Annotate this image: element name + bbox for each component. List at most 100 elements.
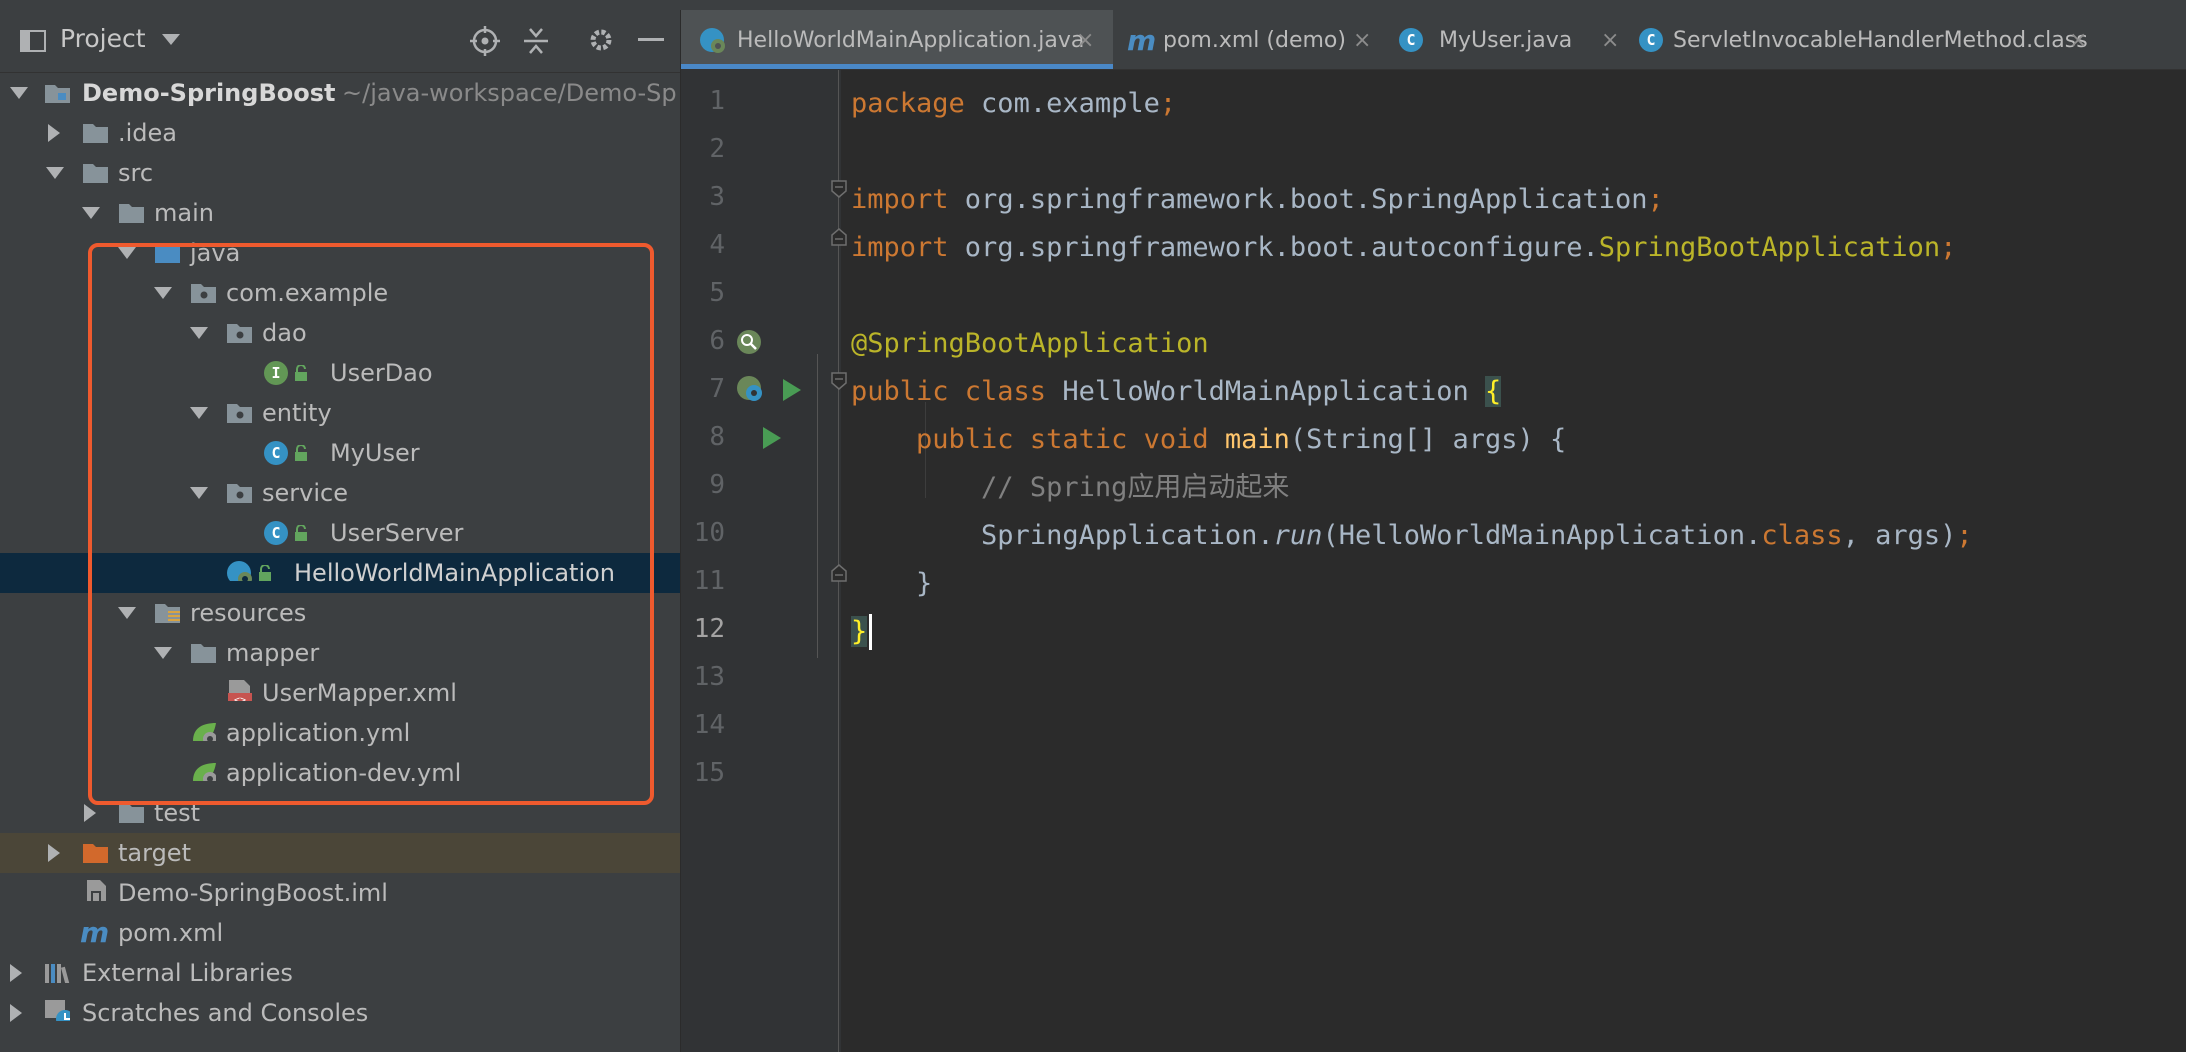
tree-item-userserver[interactable]: C UserServer xyxy=(0,513,680,553)
expand-arrow-icon[interactable] xyxy=(190,327,208,339)
tree-item-label: MyUser xyxy=(330,439,420,467)
expand-arrow-icon[interactable] xyxy=(154,647,172,659)
tree-item-helloworldmainapplication[interactable]: HelloWorldMainApplication xyxy=(0,553,680,593)
tree-item-label: service xyxy=(262,479,348,507)
line-number: 3 xyxy=(709,182,725,212)
code-text: org.springframework.boot.autoconfigure. xyxy=(948,232,1599,263)
tree-item-dao[interactable]: dao xyxy=(0,313,680,353)
expand-arrow-icon[interactable] xyxy=(10,964,22,982)
tree-item-application-dev-yml[interactable]: application-dev.yml xyxy=(0,753,680,793)
fold-icon[interactable] xyxy=(831,372,847,390)
tree-item-label: target xyxy=(118,839,191,867)
expand-arrow-icon[interactable] xyxy=(154,287,172,299)
tree-item-mapper[interactable]: mapper xyxy=(0,633,680,673)
folder-icon xyxy=(83,124,108,143)
locate-file-icon[interactable] xyxy=(470,26,500,56)
spring-bean-icon[interactable] xyxy=(735,328,763,356)
class-icon: C xyxy=(1639,28,1663,52)
expand-arrow-icon[interactable] xyxy=(48,844,60,862)
line-number: 13 xyxy=(693,662,725,692)
tree-item-entity[interactable]: entity xyxy=(0,393,680,433)
tree-item-myuser[interactable]: C MyUser xyxy=(0,433,680,473)
fold-icon[interactable] xyxy=(831,564,847,582)
class-icon: C xyxy=(1399,28,1423,52)
tree-item-project-root[interactable]: Demo-SpringBoost ~/java-workspace/Demo-S… xyxy=(0,73,680,113)
tree-item-label: application.yml xyxy=(226,719,411,747)
tree-item-iml-file[interactable]: Demo-SpringBoost.iml xyxy=(0,873,680,913)
tab-myuser[interactable]: C MyUser.java × xyxy=(1387,10,1623,69)
lock-icon xyxy=(259,565,271,581)
tree-item-label: application-dev.yml xyxy=(226,759,462,787)
expand-arrow-icon[interactable] xyxy=(84,804,96,822)
tab-helloworldmainapplication[interactable]: HelloWorldMainApplication.java × xyxy=(681,10,1113,69)
expand-arrow-icon[interactable] xyxy=(48,124,60,142)
close-icon[interactable]: × xyxy=(1601,28,1620,53)
folder-icon xyxy=(83,164,108,183)
fold-icon[interactable] xyxy=(831,228,847,246)
package-icon xyxy=(227,484,252,503)
expand-arrow-icon[interactable] xyxy=(190,487,208,499)
tree-item-label: main xyxy=(154,199,214,227)
code-line-12: } xyxy=(851,608,868,656)
tree-item-label: .idea xyxy=(118,119,178,147)
matched-brace: } xyxy=(851,616,868,647)
line-number: 14 xyxy=(693,710,725,740)
xml-file-icon: <> xyxy=(228,680,252,701)
expand-arrow-icon[interactable] xyxy=(10,1004,22,1022)
scratches-icon xyxy=(45,1000,70,1021)
expand-arrow-icon[interactable] xyxy=(82,207,100,219)
tree-item-label: resources xyxy=(190,599,307,627)
view-dropdown-icon[interactable] xyxy=(162,34,180,45)
tree-item-src[interactable]: src xyxy=(0,153,680,193)
minimize-icon[interactable] xyxy=(638,38,664,42)
close-icon[interactable]: × xyxy=(2069,28,2088,53)
tree-item-usermapper-xml[interactable]: <> UserMapper.xml xyxy=(0,673,680,713)
tree-item-resources[interactable]: resources xyxy=(0,593,680,633)
expand-arrow-icon[interactable] xyxy=(46,167,64,179)
tree-item-com-example[interactable]: com.example xyxy=(0,273,680,313)
code-text: , args) xyxy=(1842,520,1957,551)
code-text: com.example xyxy=(964,88,1160,119)
spring-config-icon xyxy=(193,723,216,741)
close-icon[interactable]: × xyxy=(1076,28,1095,53)
libraries-icon xyxy=(45,964,70,983)
tree-item-scratches[interactable]: Scratches and Consoles xyxy=(0,993,680,1033)
project-panel-title[interactable]: Project xyxy=(60,24,146,53)
spring-config-icon xyxy=(193,763,216,781)
project-panel: Project Demo-SpringBoost ~/java-workspac… xyxy=(0,10,681,1052)
tree-item-label: UserServer xyxy=(330,519,464,547)
tree-item-pom-xml[interactable]: m pom.xml xyxy=(0,913,680,953)
interface-icon: I xyxy=(264,361,288,385)
tree-item-userdao[interactable]: I UserDao xyxy=(0,353,680,393)
tree-item-label: External Libraries xyxy=(82,959,293,987)
expand-arrow-icon[interactable] xyxy=(118,607,136,619)
expand-arrow-icon[interactable] xyxy=(190,407,208,419)
close-icon[interactable]: × xyxy=(1353,28,1372,53)
code-line-11: } xyxy=(851,560,932,608)
collapse-all-icon[interactable] xyxy=(522,26,550,56)
tree-item-service[interactable]: service xyxy=(0,473,680,513)
module-folder-icon xyxy=(45,85,70,103)
package-icon xyxy=(227,404,252,423)
gear-icon[interactable] xyxy=(587,26,615,54)
tree-item-application-yml[interactable]: application.yml xyxy=(0,713,680,753)
tree-item-label: UserMapper.xml xyxy=(262,679,457,707)
tab-servletinvocablehandlermethod[interactable]: C ServletInvocableHandlerMethod.class × xyxy=(1627,10,2107,69)
annotation-class: SpringBootApplication xyxy=(1598,232,1941,263)
code-line-9: // Spring应用启动起来 xyxy=(851,464,1289,512)
line-number: 4 xyxy=(709,230,725,260)
tree-item-main[interactable]: main xyxy=(0,193,680,233)
expand-arrow-icon[interactable] xyxy=(10,87,28,99)
expand-arrow-icon[interactable] xyxy=(118,247,136,259)
code-text: (HelloWorldMainApplication. xyxy=(1322,520,1762,551)
line-number: 6 xyxy=(709,326,725,356)
tree-item-idea[interactable]: .idea xyxy=(0,113,680,153)
tree-item-external-libraries[interactable]: External Libraries xyxy=(0,953,680,993)
tab-pom-xml[interactable]: m pom.xml (demo) × xyxy=(1119,10,1377,69)
folder-icon xyxy=(191,644,216,663)
run-icon[interactable] xyxy=(783,379,801,401)
tree-item-target[interactable]: target xyxy=(0,833,680,873)
spring-boot-run-icon[interactable] xyxy=(735,374,765,404)
fold-icon[interactable] xyxy=(831,180,847,198)
run-icon[interactable] xyxy=(763,427,781,449)
